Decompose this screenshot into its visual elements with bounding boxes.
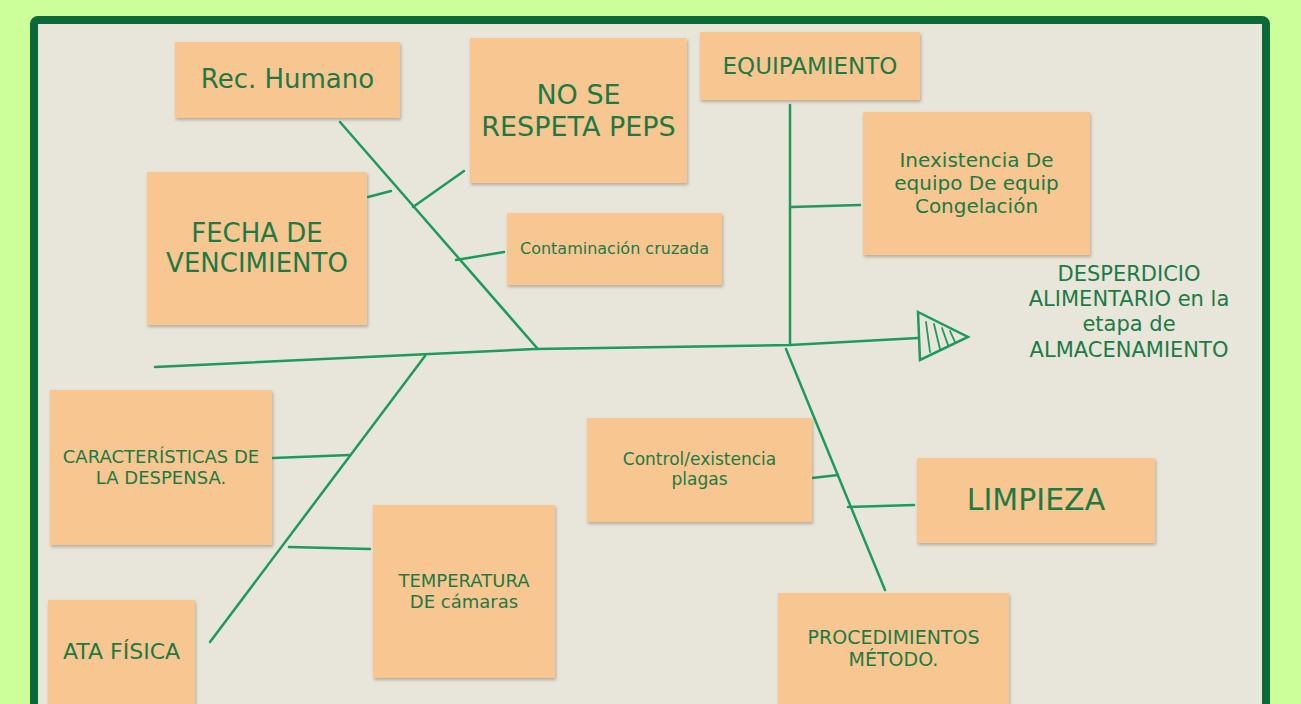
tick-line [456,252,504,260]
effect-label: DESPERDICIO ALIMENTARIO en la etapa de A… [1000,262,1258,363]
note-text: FECHA DE VENCIMIENTO [157,219,357,279]
note-text-group: LIMPIEZA [967,483,1105,518]
note-text: ATA FÍSICA [63,639,180,664]
note-text: Contaminación cruzada [520,240,709,258]
tick-line [289,547,370,549]
sticky-note: PROCEDIMIENTOS MÉTODO. [778,593,1009,704]
sticky-note: Contaminación cruzada [507,213,722,285]
note-text-group: NO SE RESPETA PEPS [480,79,677,141]
note-text: Rec. Humano [201,65,374,95]
sticky-note: Control/existencia plagas [587,418,812,522]
note-text-group: EQUIPAMIENTO [723,53,898,79]
tick-line [413,171,464,207]
sticky-note: FECHA DE VENCIMIENTO [147,172,367,325]
note-text-group: FECHA DE VENCIMIENTO [157,219,357,279]
sticky-note: EQUIPAMIENTO [700,32,920,100]
tick-line [848,505,914,507]
note-text-group: ATA FÍSICA [63,639,180,664]
note-text-group: PROCEDIMIENTOS MÉTODO. [788,627,999,671]
tick-line [368,191,391,197]
sticky-note: TEMPERATURA DE cámaras [373,505,555,678]
note-text-group: Rec. Humano [201,65,374,95]
note-text-group: TEMPERATURA DE cámaras [383,571,545,612]
note-text-group: CARACTERÍSTICAS DE LA DESPENSA. [60,447,262,488]
note-text-group: Control/existencia plagas [597,450,802,489]
sticky-note: CARACTERÍSTICAS DE LA DESPENSA. [50,390,272,545]
sticky-note: NO SE RESPETA PEPS [470,38,687,183]
spine-line [155,338,918,367]
arrow-hatch [926,322,955,352]
arrow-head [918,312,968,360]
sticky-note: LIMPIEZA [917,458,1155,543]
tick-line [791,205,860,207]
note-text-group: Inexistencia De equipo De equip Congelac… [873,149,1080,218]
note-text: PROCEDIMIENTOS MÉTODO. [788,627,999,671]
note-text: EQUIPAMIENTO [723,53,898,79]
sticky-note: Rec. Humano [175,42,400,118]
tick-line [273,455,350,458]
note-text: Inexistencia De equipo De equip Congelac… [873,149,1080,218]
note-text: TEMPERATURA DE cámaras [383,571,545,612]
note-text-group: Contaminación cruzada [520,240,709,258]
note-text: Control/existencia plagas [597,450,802,489]
note-text: CARACTERÍSTICAS DE LA DESPENSA. [60,447,262,488]
sticky-note: ATA FÍSICA [48,600,195,704]
note-text: LIMPIEZA [967,483,1105,518]
tick-line [812,475,838,478]
sticky-note: Inexistencia De equipo De equip Congelac… [863,112,1090,255]
bone-line [789,105,792,344]
note-text: NO SE RESPETA PEPS [480,79,677,141]
